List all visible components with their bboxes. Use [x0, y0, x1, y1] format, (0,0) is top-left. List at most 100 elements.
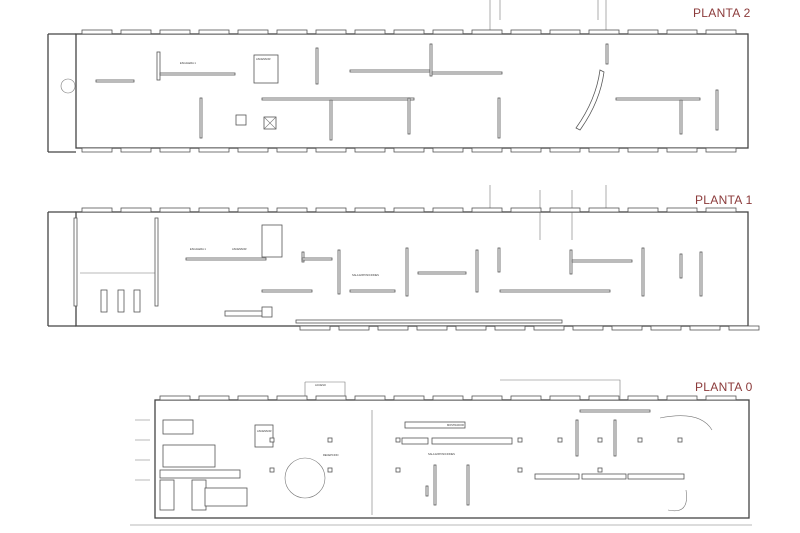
window-recess: [198, 207, 230, 213]
window-recess: [650, 325, 682, 331]
window-recess: [237, 29, 269, 35]
window-recess: [627, 147, 659, 153]
floor-plan-planta-2: ESCALERA 1 ASCENSOR: [47, 0, 749, 153]
window-recess: [315, 207, 347, 213]
window-recess: [120, 147, 152, 153]
window-recess: [455, 325, 487, 331]
window-recess: [432, 29, 464, 35]
window-recess: [276, 395, 308, 401]
window-recess: [120, 207, 152, 213]
window-recess: [588, 29, 620, 35]
window-recess: [705, 395, 737, 401]
label-counter-p0: MOSTRADOR: [447, 423, 464, 427]
label-hall-p0: SALA EXPOSICIONES: [428, 452, 455, 456]
window-recess: [705, 147, 737, 153]
floor-plan-planta-1: SALA EXPOSICIONES ESCALERA 1 ASCENSOR: [47, 185, 760, 331]
label-hall-p1: SALA EXPOSICIONES: [352, 273, 379, 277]
window-recess: [510, 29, 542, 35]
window-recess: [494, 325, 526, 331]
floor-title-planta-2: PLANTA 2: [693, 6, 751, 20]
window-recess: [159, 29, 191, 35]
window-recess: [377, 325, 409, 331]
pillar: [597, 437, 603, 443]
window-recess: [510, 395, 542, 401]
window-recess: [354, 29, 386, 35]
pillar: [637, 437, 643, 443]
window-recess: [549, 29, 581, 35]
window-recess: [471, 395, 503, 401]
pillar: [517, 437, 523, 443]
window-recess: [432, 395, 464, 401]
window-recess: [276, 147, 308, 153]
window-recess: [588, 207, 620, 213]
window-recess: [705, 29, 737, 35]
window-recess: [689, 325, 721, 331]
window-recess: [510, 207, 542, 213]
window-recess: [705, 207, 737, 213]
window-recess: [354, 147, 386, 153]
window-recess: [299, 325, 331, 331]
pillar: [557, 437, 563, 443]
floor-title-planta-0: PLANTA 0: [695, 380, 753, 394]
label-stairs-p2: ESCALERA 1: [180, 61, 196, 65]
label-access-p0: ACCESO: [315, 383, 326, 387]
pillar: [677, 437, 683, 443]
window-recess: [315, 147, 347, 153]
window-recess: [198, 395, 230, 401]
window-recess: [728, 325, 760, 331]
window-recess: [572, 325, 604, 331]
window-recess: [393, 207, 425, 213]
window-recess: [510, 147, 542, 153]
pillar: [269, 467, 275, 473]
window-recess: [338, 325, 370, 331]
pillar: [395, 467, 401, 473]
label-elevator-p2: ASCENSOR: [256, 57, 271, 61]
label-elevator-p1: ASCENSOR: [232, 247, 247, 251]
window-recess: [198, 29, 230, 35]
label-reception-p0: RECEPCION: [323, 453, 339, 457]
label-stairs-p1: ESCALERA 1: [190, 247, 206, 251]
window-recess: [393, 147, 425, 153]
window-recess: [666, 395, 698, 401]
window-recess: [416, 325, 448, 331]
window-recess: [666, 207, 698, 213]
floor-title-planta-1: PLANTA 1: [695, 193, 753, 207]
window-recess: [237, 147, 269, 153]
window-recess: [81, 207, 113, 213]
pillar: [517, 467, 523, 473]
window-recess: [666, 29, 698, 35]
window-recess: [81, 29, 113, 35]
pillar: [327, 467, 333, 473]
window-recess: [471, 147, 503, 153]
pillar: [395, 437, 401, 443]
window-recess: [276, 207, 308, 213]
window-recess: [588, 147, 620, 153]
window-recess: [471, 29, 503, 35]
pillar: [269, 437, 275, 443]
window-recess: [533, 325, 565, 331]
window-recess: [276, 29, 308, 35]
window-recess: [627, 207, 659, 213]
window-recess: [549, 395, 581, 401]
window-recess: [315, 395, 347, 401]
window-recess: [471, 207, 503, 213]
window-recess: [159, 207, 191, 213]
window-recess: [588, 395, 620, 401]
window-recess: [159, 147, 191, 153]
window-recess: [354, 207, 386, 213]
window-recess: [81, 147, 113, 153]
floor-plan-planta-0: ACCESO RECEPCION MOSTRADOR SALA EXPOSICI…: [130, 379, 752, 526]
pillar: [327, 437, 333, 443]
window-recess: [237, 207, 269, 213]
window-recess: [432, 207, 464, 213]
window-recess: [354, 395, 386, 401]
window-recess: [393, 29, 425, 35]
window-recess: [120, 29, 152, 35]
window-recess: [627, 395, 659, 401]
window-recess: [549, 207, 581, 213]
pillar: [597, 467, 603, 473]
window-recess: [611, 325, 643, 331]
window-recess: [237, 395, 269, 401]
window-recess: [627, 29, 659, 35]
